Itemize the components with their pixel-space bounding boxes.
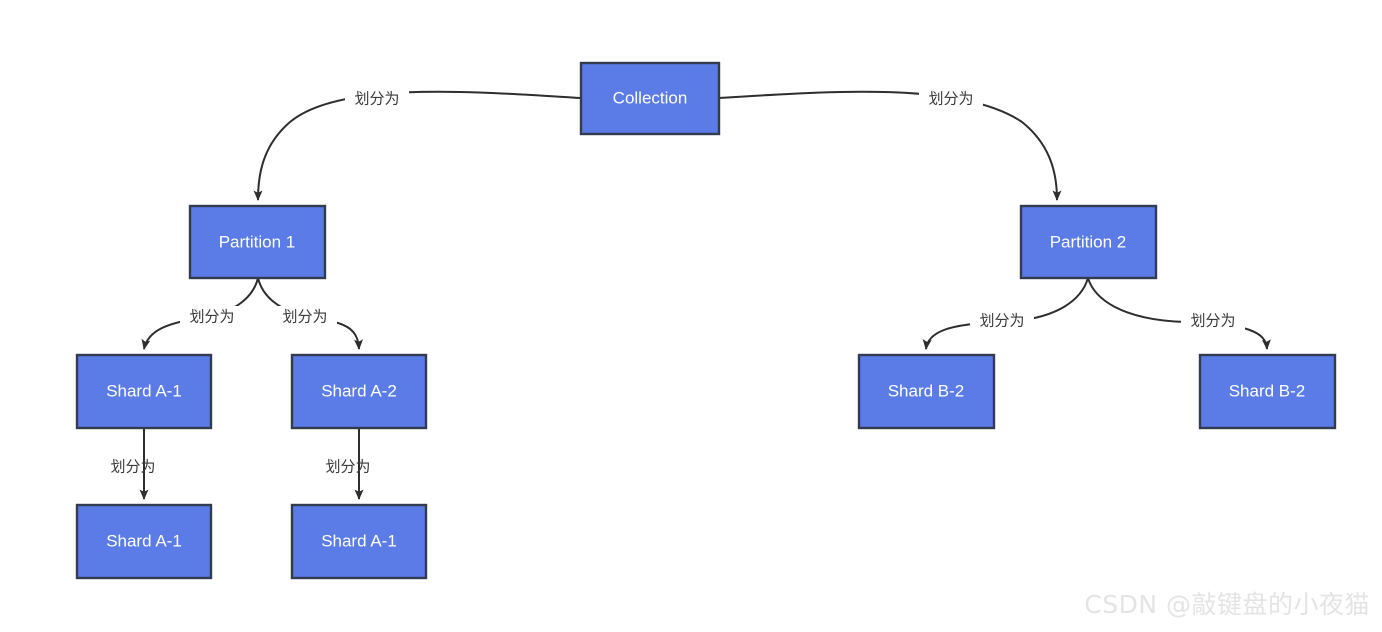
edge-label-divided-into: 划分为: [928, 90, 973, 108]
node-partition-2[interactable]: Partition 2: [1019, 204, 1158, 280]
edge-label-divided-into: 划分为: [979, 312, 1024, 330]
node-box[interactable]: [188, 204, 327, 280]
node-box[interactable]: [75, 353, 213, 430]
node-box[interactable]: [857, 353, 996, 430]
node-box[interactable]: [290, 503, 428, 580]
edge-label-background: [273, 306, 337, 328]
edge-partition2-to-shard-b2-left: 划分为: [922, 277, 1089, 350]
node-box[interactable]: [290, 353, 428, 430]
edge-path: [718, 90, 1062, 201]
node-box[interactable]: [1198, 353, 1337, 430]
node-box[interactable]: [1019, 204, 1158, 280]
node-layer: Collection Partition 1 Partition 2 Shard…: [75, 61, 1337, 580]
edge-label-divided-into: 划分为: [325, 458, 370, 476]
edge-label-background: [970, 310, 1034, 332]
edge-shard-a1-to-shard-a1-bottom: 划分为: [110, 428, 156, 500]
edge-label-background: [180, 306, 244, 328]
node-shard-a-2[interactable]: Shard A-2: [290, 353, 428, 430]
edge-collection-to-partition1: 划分为: [253, 88, 582, 201]
edge-collection-to-partition2: 划分为: [718, 88, 1062, 201]
edge-partition2-to-shard-b2-right: 划分为: [1087, 277, 1271, 350]
edge-label-background: [1181, 310, 1245, 332]
csdn-watermark: CSDN @敲键盘的小夜猫: [1084, 590, 1370, 619]
node-box[interactable]: [75, 503, 213, 580]
edge-layer: 划分为 划分为 划分为 划分为: [110, 88, 1271, 500]
edge-label-background: [345, 88, 409, 110]
node-shard-b-2-left[interactable]: Shard B-2: [857, 353, 996, 430]
edge-label-divided-into: 划分为: [110, 458, 155, 476]
edge-partition1-to-shard-a2: 划分为: [257, 277, 363, 350]
edge-label-divided-into: 划分为: [1190, 312, 1235, 330]
node-shard-a-1[interactable]: Shard A-1: [75, 353, 213, 430]
edge-partition1-to-shard-a1: 划分为: [141, 277, 259, 350]
node-box[interactable]: [579, 61, 721, 136]
edge-path: [253, 90, 582, 201]
edge-label-divided-into: 划分为: [189, 308, 234, 326]
node-shard-a-1-bottom-left[interactable]: Shard A-1: [75, 503, 213, 580]
edge-shard-a2-to-shard-a1-bottom: 划分为: [325, 428, 371, 500]
node-shard-a-1-bottom-right[interactable]: Shard A-1: [290, 503, 428, 580]
node-partition-1[interactable]: Partition 1: [188, 204, 327, 280]
edge-label-divided-into: 划分为: [354, 90, 399, 108]
node-collection[interactable]: Collection: [579, 61, 721, 136]
node-shard-b-2-right[interactable]: Shard B-2: [1198, 353, 1337, 430]
edge-label-divided-into: 划分为: [282, 308, 327, 326]
edge-label-background: [919, 88, 983, 110]
